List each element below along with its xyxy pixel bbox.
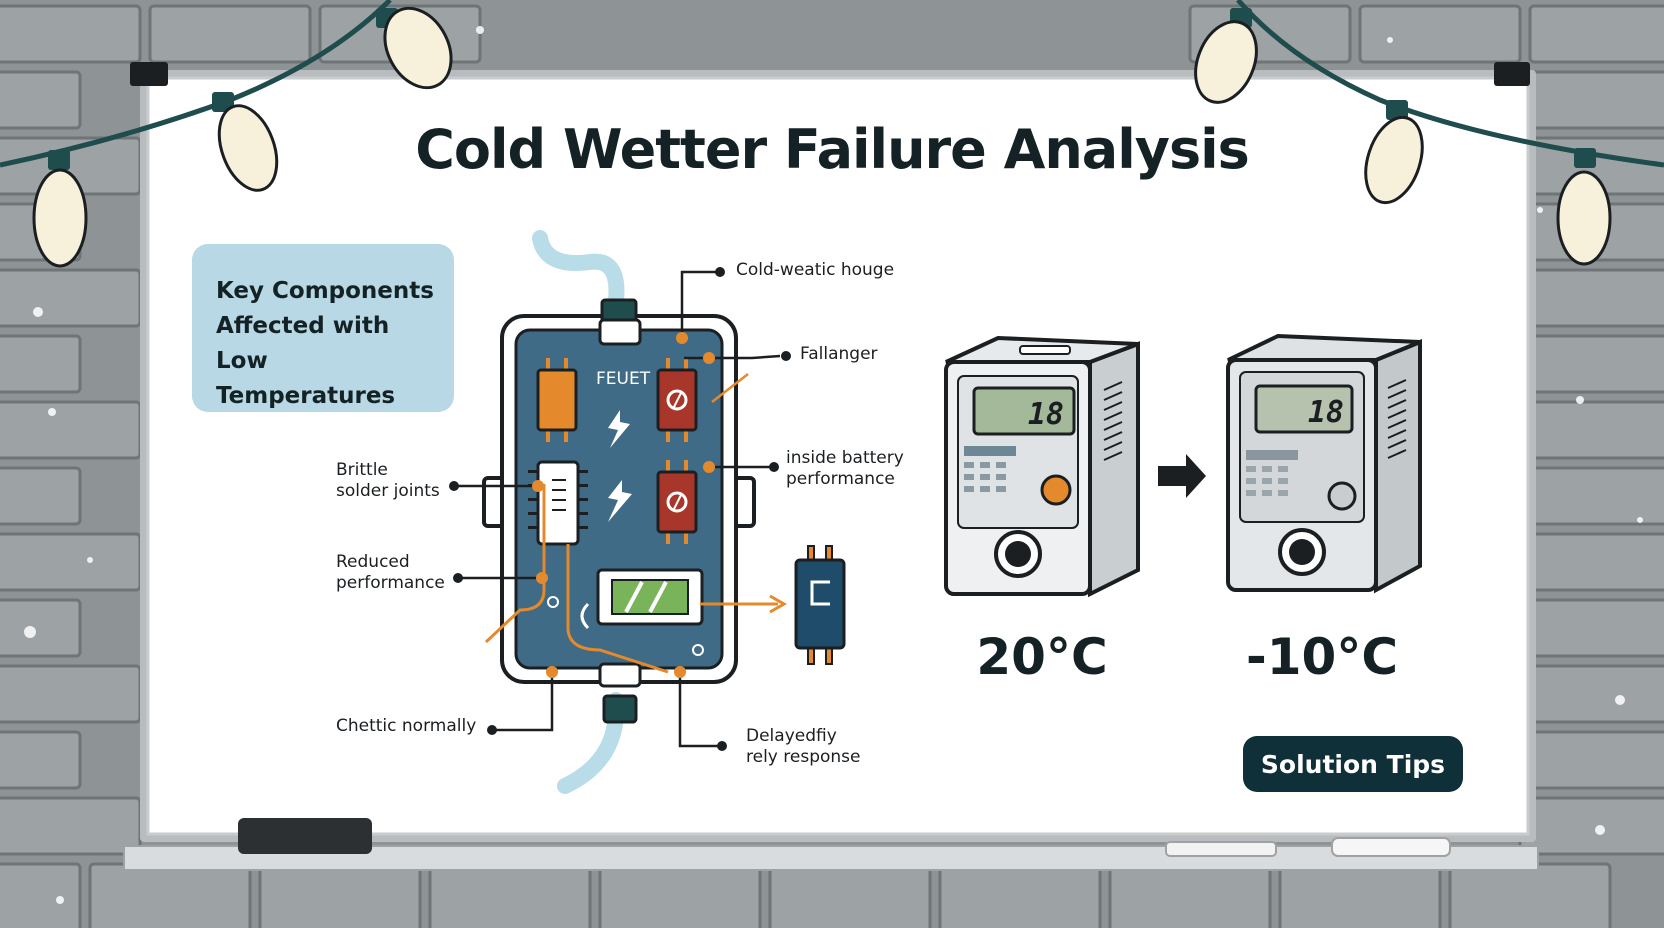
meter-warm: 18 — [944, 335, 1140, 598]
callout-relay: Delayedfiy rely response — [746, 726, 861, 767]
callout-lines — [454, 270, 781, 748]
meter-cold: 18 — [1226, 333, 1422, 594]
callout-fallanger: Fallanger — [800, 344, 878, 364]
lightning-icon — [608, 480, 632, 522]
callout-chettic: Chettic normally — [336, 716, 477, 736]
bulb-icon — [1194, 8, 1258, 104]
bulb-icon — [212, 92, 279, 192]
board-marking: FEUET — [596, 369, 651, 389]
string-lights — [0, 0, 1664, 268]
bulb-icon — [1364, 100, 1424, 205]
warm-indicator-icon — [1040, 474, 1072, 506]
bulb-icon — [32, 150, 88, 268]
page-title: Cold Wetter Failure Analysis — [415, 118, 1250, 181]
cable-top — [532, 230, 625, 308]
callout-solder: Brittle solder joints — [336, 460, 440, 501]
meter-cold-reading: 18 — [1308, 395, 1344, 430]
callout-dots — [449, 267, 791, 751]
battery-component — [596, 568, 704, 626]
bulb-icon — [376, 6, 453, 90]
board-components: FEUET — [484, 358, 704, 674]
callout-reduced: Reduced performance — [336, 552, 445, 593]
temp-before: 20°C — [976, 628, 1108, 686]
meter-warm-reading: 18 — [1028, 397, 1064, 432]
key-components-box: Key Components Affected with Low Tempera… — [192, 244, 454, 412]
relay-component — [656, 358, 698, 442]
circuit-housing — [482, 298, 756, 724]
callout-housing: Cold-weatic houge — [736, 260, 895, 280]
relay-component — [656, 460, 698, 544]
callout-battery: inside battery performance — [786, 448, 904, 489]
arrow-right-icon — [1158, 454, 1206, 498]
solution-tips-button[interactable]: Solution Tips — [1243, 736, 1463, 792]
external-relay-component — [794, 545, 846, 665]
capacitor-component — [536, 358, 578, 442]
chip-component — [528, 460, 588, 546]
bulb-icon — [1556, 148, 1612, 266]
cold-indicator-icon — [1327, 481, 1357, 511]
temp-after: -10°C — [1245, 628, 1399, 686]
whiteboard — [123, 62, 1539, 871]
lightning-icon — [608, 410, 630, 448]
